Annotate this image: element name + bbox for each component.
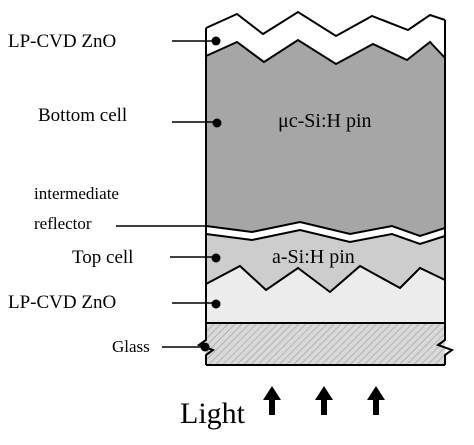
label-intermediate: intermediate <box>34 184 119 203</box>
dot-glass <box>200 342 210 352</box>
dot-top-cell <box>211 253 221 263</box>
light-arrow-icon <box>315 386 333 415</box>
text-bottom-cell-material: μc-Si:H pin <box>278 110 372 132</box>
label-lpcvd-zno-top: LP-CVD ZnO <box>8 31 116 52</box>
label-reflector: reflector <box>34 214 92 233</box>
dot-zno-bottom <box>211 299 221 309</box>
layer-zno-top <box>206 12 445 64</box>
label-bottom-cell: Bottom cell <box>38 105 127 126</box>
layer-top-cell <box>206 230 445 292</box>
light-arrow-icon <box>367 386 385 415</box>
light-label: Light <box>180 397 246 430</box>
label-glass: Glass <box>112 337 150 356</box>
layer-bottom-cell <box>206 40 445 236</box>
light-arrows <box>263 386 385 415</box>
dot-bottom-cell <box>212 118 222 128</box>
label-top-cell: Top cell <box>72 247 133 268</box>
light-arrow-icon <box>263 386 281 415</box>
label-lpcvd-zno-bottom: LP-CVD ZnO <box>8 292 116 313</box>
text-top-cell-material: a-Si:H pin <box>272 246 355 268</box>
layer-glass <box>206 323 445 365</box>
right-border <box>435 20 455 365</box>
dot-zno-top <box>211 36 221 46</box>
